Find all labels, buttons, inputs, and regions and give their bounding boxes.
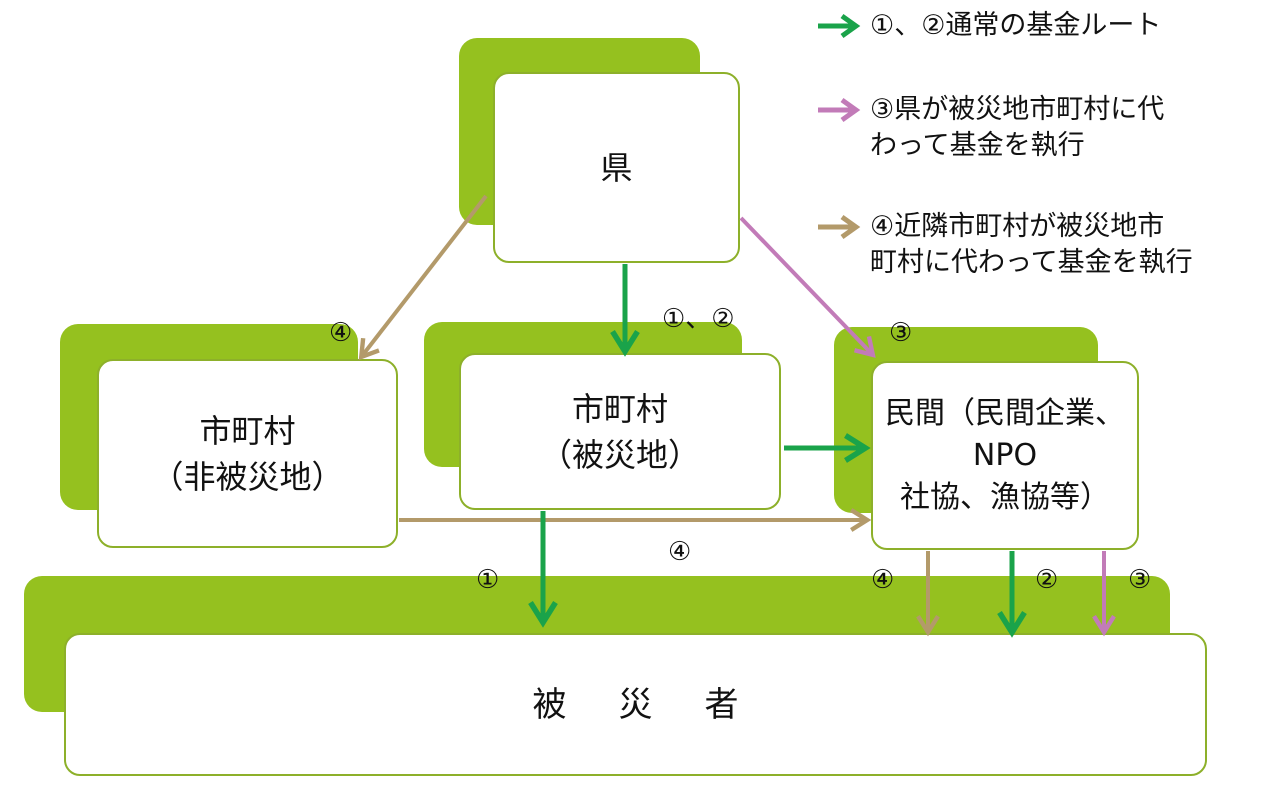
route-label-private-to-victims-3: ③ — [1128, 565, 1152, 595]
municipality-affected-line1: 市町村 — [571, 389, 668, 428]
route-label-private-to-victims-2: ② — [1035, 565, 1059, 595]
route-label-affected-to-victims: ① — [476, 565, 500, 595]
legend-item-neighbor-route: ④近隣市町村が被災地市 町村に代わって基金を執行 — [816, 209, 1193, 281]
arrow-pref-to-unaffected — [358, 194, 488, 361]
private-node: 民間（民間企業、 NPO 社協、漁協等） — [871, 361, 1139, 550]
prefecture-label: 県 — [600, 148, 633, 187]
route-label-pref-to-affected: ①、② — [662, 304, 735, 334]
route-label-pref-to-unaffected: ④ — [329, 318, 353, 348]
legend-prefecture-route-line1: ③県が被災地市町村に代 — [870, 94, 1165, 125]
private-line2: NPO — [972, 437, 1038, 473]
prefecture-node: 県 — [493, 72, 740, 263]
green-arrow-icon — [818, 13, 861, 39]
legend-neighbor-route-line1: ④近隣市町村が被災地市 — [870, 211, 1165, 242]
route-label-private-to-victims-4: ④ — [871, 565, 895, 595]
municipality-unaffected-line1: 市町村 — [199, 411, 296, 450]
legend-normal-route-text: ①、②通常の基金ルート — [870, 10, 1162, 41]
municipality-affected-node: 市町村 （被災地） — [459, 353, 781, 510]
route-label-unaffected-to-private: ④ — [668, 537, 692, 567]
victims-node: 被災者 — [64, 633, 1207, 776]
arrow-pref-to-private — [739, 216, 876, 358]
tan-arrow-icon — [818, 214, 861, 240]
purple-arrow-icon — [818, 97, 861, 123]
municipality-affected-line2: （被災地） — [539, 435, 700, 474]
route-label-pref-to-private: ③ — [889, 318, 913, 348]
municipality-unaffected-line2: （非被災地） — [151, 457, 344, 496]
legend-neighbor-route-line2: 町村に代わって基金を執行 — [870, 247, 1193, 278]
legend-item-normal-route: ①、②通常の基金ルート — [816, 8, 1161, 44]
legend-item-prefecture-route: ③県が被災地市町村に代 わって基金を執行 — [816, 92, 1164, 164]
private-line1: 民間（民間企業、 — [885, 395, 1125, 431]
municipality-unaffected-node: 市町村 （非被災地） — [97, 359, 398, 548]
legend-prefecture-route-line2: わって基金を執行 — [870, 130, 1085, 161]
private-line3: 社協、漁協等） — [900, 479, 1110, 515]
victims-label: 被災者 — [532, 684, 791, 725]
